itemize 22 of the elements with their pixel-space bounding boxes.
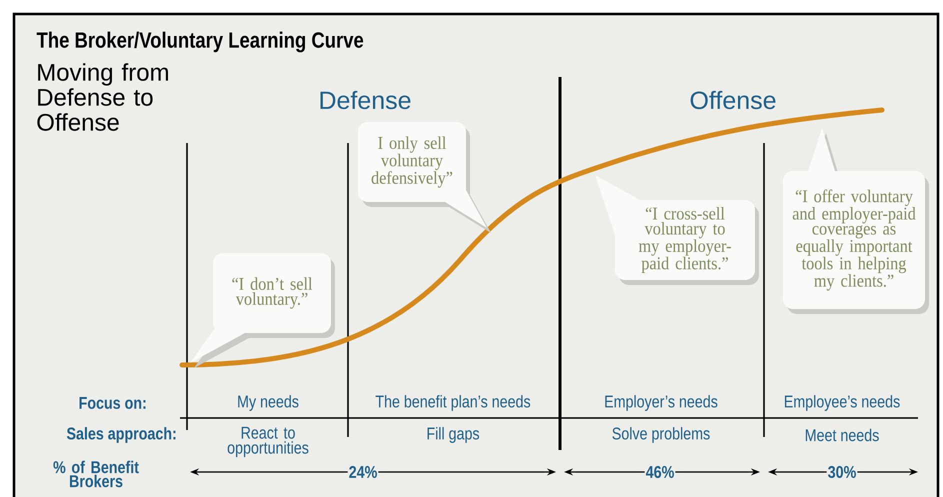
row-header: Sales approach: bbox=[66, 427, 176, 443]
speech-bubble: “I cross-sell voluntary to my employer-paid clients.” bbox=[595, 175, 759, 285]
section-heading: Defense bbox=[320, 90, 410, 110]
table-cell: React to opportunities bbox=[228, 426, 308, 458]
row-header: % of Benefit Brokers bbox=[53, 460, 139, 488]
table-cell: Employee’s needs bbox=[784, 395, 900, 411]
speech-bubble: I only sell voluntary defensively” bbox=[358, 122, 491, 233]
subtitle: Moving from Defense to Offense bbox=[37, 63, 168, 131]
percentage: 30% bbox=[826, 464, 858, 480]
section-heading: Offense bbox=[690, 90, 776, 110]
table-cell: Solve problems bbox=[612, 427, 710, 443]
table-cell: My needs bbox=[238, 395, 298, 411]
table-cell: Fill gaps bbox=[428, 427, 480, 443]
table-cell: Employer’s needs bbox=[605, 395, 718, 411]
percentage: 24% bbox=[348, 465, 378, 479]
row-header: Focus on: bbox=[80, 397, 146, 409]
table-cell: Meet needs bbox=[806, 428, 879, 442]
speech-bubble: “I don’t sell voluntary.” bbox=[190, 253, 335, 368]
speech-bubble: “I offer voluntary and employer-paid coverages as equally important tools in helping my clients.” bbox=[783, 128, 929, 314]
percentage: 46% bbox=[644, 464, 676, 479]
title: The Broker/Voluntary Learning Curve bbox=[36, 32, 364, 52]
table-cell: The benefit plan’s needs bbox=[376, 395, 530, 411]
